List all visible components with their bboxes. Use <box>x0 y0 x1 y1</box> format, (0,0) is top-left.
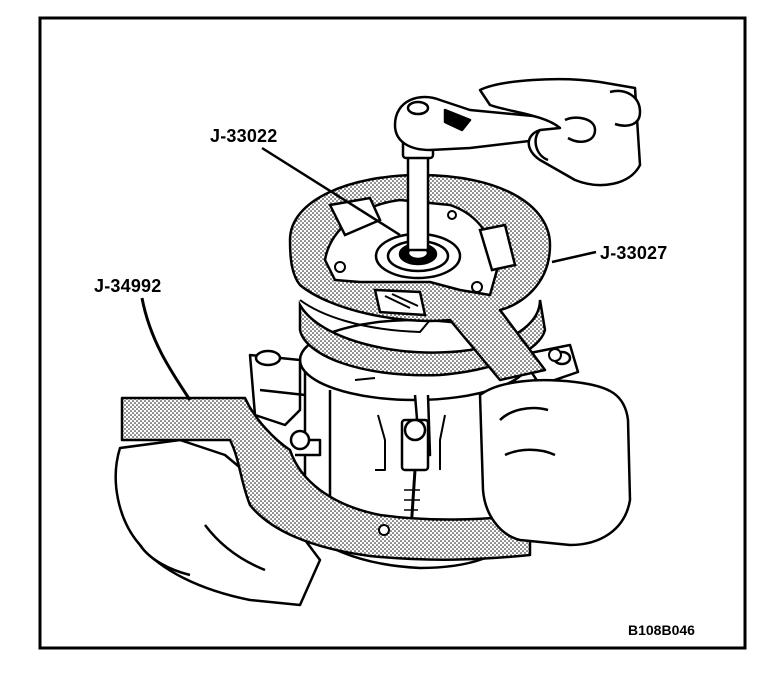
right-hand-drawing <box>478 378 632 547</box>
leader-j-33027 <box>551 250 597 264</box>
leader-j-33022 <box>261 146 401 237</box>
label-j-34992: J-34992 <box>94 276 162 296</box>
bracket-pin <box>289 429 311 451</box>
figure-frame <box>38 16 747 650</box>
left-hand-drawing <box>114 438 322 607</box>
label-j-33022: J-33022 <box>210 126 278 146</box>
top-right-hand-drawing <box>478 77 642 187</box>
bracket-tool-j-34992 <box>120 396 532 561</box>
label-j-33027: J-33027 <box>600 243 668 263</box>
hub-bearing <box>374 232 462 280</box>
figure-id: B108B046 <box>628 622 695 638</box>
plate-hole-right <box>471 281 483 293</box>
plate-hole-top <box>447 210 457 220</box>
plate-slot-right <box>478 223 517 272</box>
bracket-hole <box>378 524 390 536</box>
plate-hole-left <box>334 261 346 273</box>
leader-j-34992 <box>140 297 192 401</box>
plate-slot-left <box>328 196 382 237</box>
